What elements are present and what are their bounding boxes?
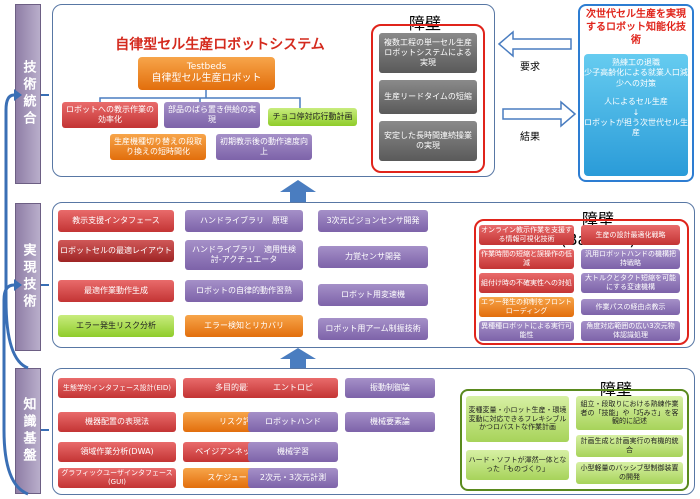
middle-barriers-frame (474, 219, 689, 345)
barrier-time-reduction: 作業時間の短縮と誤操作の低減 (479, 249, 574, 269)
barrier-single-cell: 複数工程の単一セル生産ロボットシステムによる実現 (379, 33, 477, 73)
next-gen-title: 次世代セル生産を実現するロボット知能化技術 (586, 9, 686, 46)
tech-hand-library-principle: ハンドライブラリ 原理 (185, 210, 303, 232)
knowledge-entropy: エントロピ (248, 378, 338, 398)
top-barriers-frame (371, 24, 485, 173)
testbeds-box: Testbeds 自律型セル生産ロボット (138, 57, 275, 90)
tech-cell-layout: ロボットセルの最適レイアウト (58, 240, 174, 262)
tech-transmission: ロボット用変速機 (318, 284, 428, 306)
knowledge-layout-representation: 機器配置の表現法 (58, 412, 176, 432)
tech-error-risk: エラー発生リスク分析 (58, 315, 174, 337)
knowledge-dwa: 領域作業分析(DWA) (58, 442, 176, 462)
tech-error-recovery: エラー検知とリカバリ (185, 315, 303, 337)
barrier-visualization: オンライン教示作業を支援する情報可視化技術 (479, 225, 574, 245)
tier-label-text: 実現技術 (20, 243, 36, 311)
knowledge-vibration-control: 振動制御論 (345, 378, 435, 398)
barrier-frontloading: エラー発生の抑制をフロントローディング (479, 297, 574, 317)
barrier-hand-mechanism: 汎用ロボットハンドの機構把持戦略 (581, 249, 680, 269)
goal-bulk-parts-feeding: 部品のばら置き供給の実現 (164, 102, 260, 128)
goal-motion-speedup: 初期教示後の動作速度向上 (216, 134, 312, 160)
result-label: 結果 (520, 132, 540, 143)
barrier-assembly-uncertainty: 組付け時の不確実性への対処 (479, 273, 574, 293)
barrier-path-teaching: 作業パスの経由点教示 (581, 299, 680, 315)
knowledge-machine-elements: 機械要素論 (345, 412, 435, 432)
barrier-plan-integration: 計画生成と計画実行の有機的統合 (576, 435, 683, 457)
barrier-skill-description: 組立・段取りにおける熟練作業者の「技能」や「巧みさ」を客観的に記述 (576, 396, 683, 430)
tech-3d-vision: 3次元ビジョンセンサ開発 (318, 210, 428, 232)
next-gen-line: 熟練工の退職 (612, 58, 660, 67)
tech-autonomous-learning: ロボットの自律的動作習熟 (185, 280, 303, 302)
tech-motion-generation: 最適作業動作生成 (58, 280, 174, 302)
next-gen-line: ロボットが担う次世代セル生産 (584, 117, 688, 138)
barrier-flexible-planning: 変種変量・小ロット生産・環境変動に対応できるフレキシブルかつロバストな作業計画 (466, 396, 569, 442)
goal-stoppage-planning: チョコ停対応行動計画 (268, 108, 357, 126)
next-gen-body: 熟練工の退職 少子高齢化による就業人口減少への対策 人によるセル生産 ↓ ロボッ… (584, 54, 688, 176)
barrier-3d-recognition: 角度対応範囲の広い3次元物体認識処理 (581, 321, 680, 341)
tier-label-text: 技術統合 (20, 60, 36, 128)
tech-teaching-interface: 教示支援インタフェース (58, 210, 174, 232)
tech-hand-library-actuator: ハンドライブラリ 適用性検討-アクチュエータ (185, 240, 303, 270)
barrier-continuous-operation: 安定した長時間連続操業の実現 (379, 121, 477, 161)
tier-label-enabling: 実現技術 (15, 203, 41, 351)
tier-connector-arrows (2, 89, 49, 496)
goal-teaching-efficiency: ロボットへの教示作業の効率化 (62, 102, 158, 128)
barrier-heterogeneous-robots: 異種種ロボットによる実行可能性 (479, 321, 574, 341)
tier-label-knowledge: 知識基盤 (15, 368, 41, 494)
knowledge-machine-learning: 機械学習 (248, 442, 338, 462)
testbeds-subtitle: 自律型セル生産ロボット (151, 72, 262, 84)
knowledge-robot-hand: ロボットハンド (248, 412, 338, 432)
next-gen-line: ↓ (632, 107, 640, 117)
request-label: 要求 (520, 62, 540, 73)
knowledge-eid: 生態学的インタフェース設計(EID) (58, 378, 176, 398)
barrier-leadtime: 生産リードタイムの短縮 (379, 80, 477, 114)
barrier-passive-controller: 小型軽量のバッシブ型制御装置の開発 (576, 462, 683, 484)
barrier-design-optimization: 生産の設計最適化戦略 (581, 225, 680, 245)
up-arrow-bottom-to-middle (280, 348, 316, 368)
barrier-monozukuri: ハード・ソフトが渾然一体となった「ものづくり」 (466, 450, 569, 480)
knowledge-2d-3d-measurement: 2次元・3次元計測 (248, 468, 338, 488)
next-gen-line: 少子高齢化による就業人口減少への対策 (584, 68, 688, 88)
system-title: 自律型セル生産ロボットシステム (115, 37, 325, 53)
bottom-barriers-frame (460, 389, 689, 491)
request-result-arrows (497, 30, 577, 128)
testbeds-label: Testbeds (186, 61, 227, 72)
tech-vibration-suppression: ロボット用アーム制振技術 (318, 318, 428, 340)
knowledge-gui: グラフィックユーザインタフェース(GUI) (58, 468, 176, 488)
goal-changeover-time: 生産機種切り替えの段取り換えの短時間化 (110, 134, 206, 160)
tech-force-sensor: 力覚センサ開発 (318, 246, 428, 268)
barrier-transmission-mechanism: 大トルクとタクト短縮を可能にする変速機構 (581, 273, 680, 293)
up-arrow-middle-to-top (280, 180, 316, 202)
next-gen-line: 人によるセル生産 (604, 97, 668, 107)
tier-label-text: 知識基盤 (20, 397, 36, 465)
